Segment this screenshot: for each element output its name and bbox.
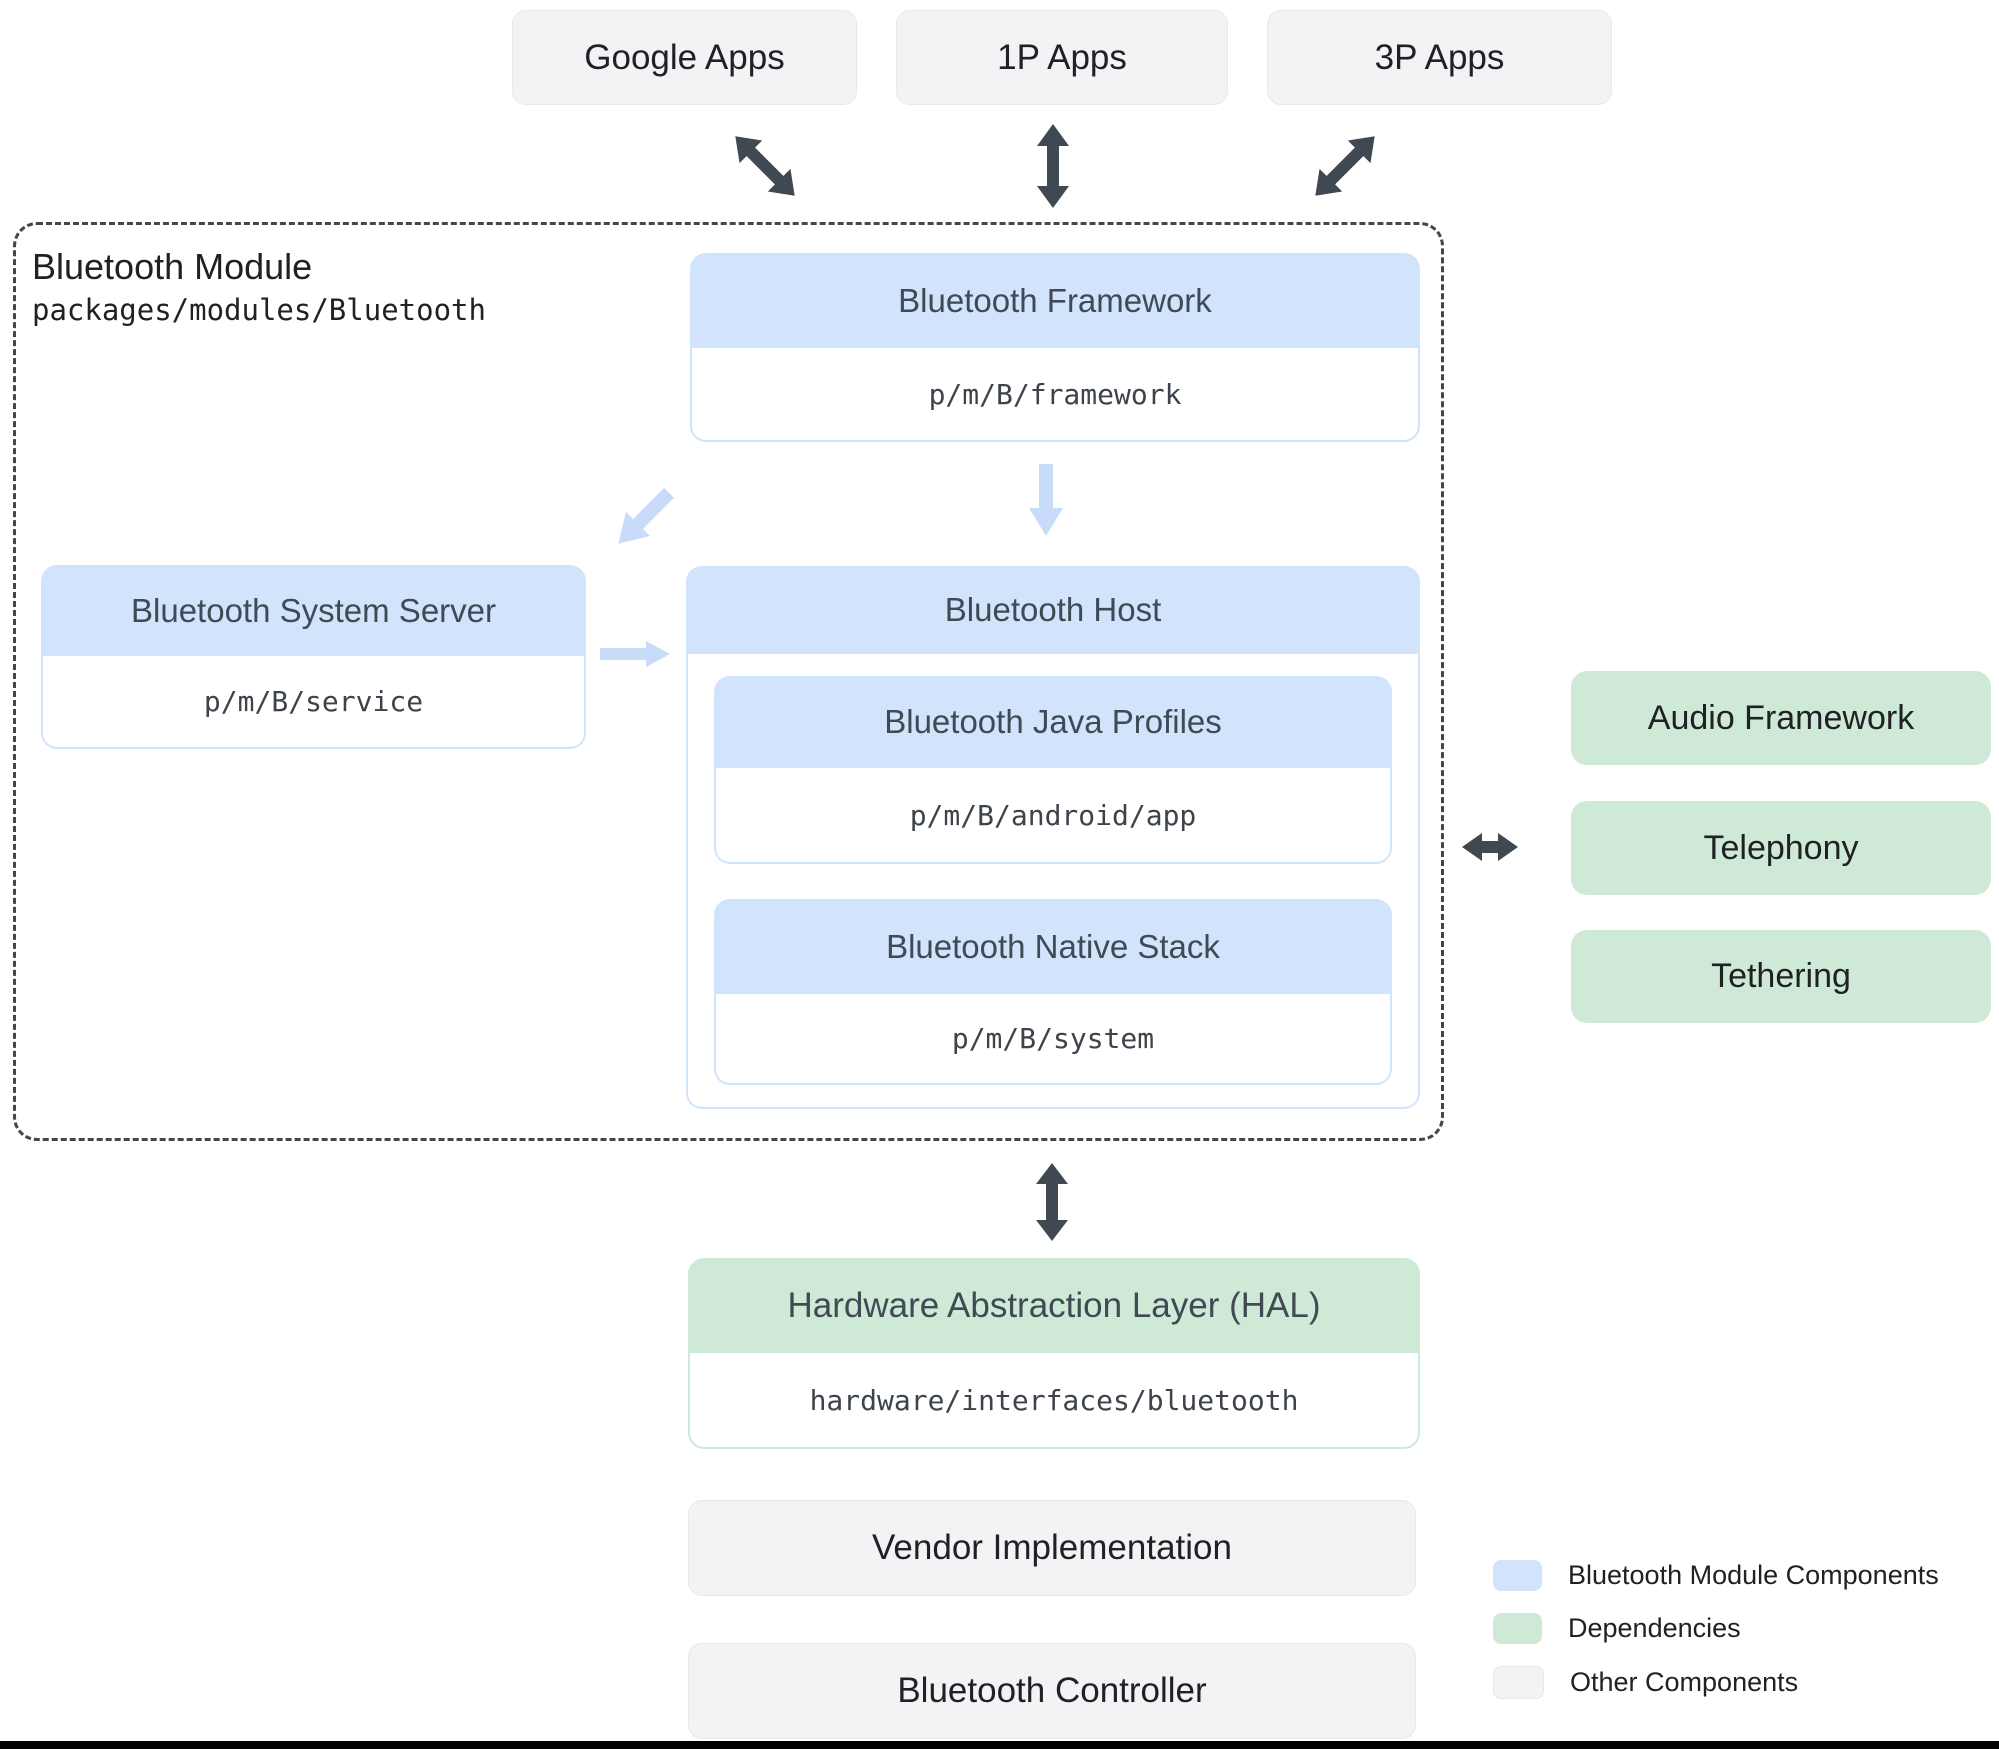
bluetooth-system-server-path: p/m/B/service [41,656,586,749]
google-apps-module-bidirectional-arrow-icon [723,124,808,209]
legend-swatch-green [1493,1613,1542,1644]
framework-to-system-server-arrow-icon [605,481,681,557]
audio-framework-box: Audio Framework [1571,671,1991,765]
bluetooth-native-stack-box: Bluetooth Native Stack p/m/B/system [714,899,1392,1085]
bluetooth-framework-box: Bluetooth Framework p/m/B/framework [690,253,1420,442]
3p-apps-label: 3P Apps [1374,37,1505,77]
system-server-to-host-arrow-icon [600,641,670,667]
framework-to-host-arrow-icon [1029,464,1063,538]
telephony-box: Telephony [1571,801,1991,895]
bluetooth-module-title: Bluetooth Module [32,246,313,287]
module-dependencies-bidirectional-arrow-icon [1462,831,1518,863]
bluetooth-java-profiles-box: Bluetooth Java Profiles p/m/B/android/ap… [714,676,1392,864]
bluetooth-native-stack-path: p/m/B/system [714,994,1392,1085]
google-apps-box: Google Apps [512,10,857,105]
bluetooth-module-outline [13,222,1444,1141]
bluetooth-host-body: Bluetooth Java Profiles p/m/B/android/ap… [686,654,1420,1109]
bottom-edge-bar [0,1741,1999,1749]
1p-apps-box: 1P Apps [896,10,1228,105]
bluetooth-module-path: packages/modules/Bluetooth [32,293,486,327]
audio-framework-label: Audio Framework [1647,698,1915,737]
bluetooth-java-profiles-title: Bluetooth Java Profiles [714,676,1392,768]
bluetooth-host-box: Bluetooth Host Bluetooth Java Profiles p… [686,566,1420,1109]
module-hal-bidirectional-arrow-icon [1034,1163,1070,1241]
hal-box: Hardware Abstraction Layer (HAL) hardwar… [688,1258,1420,1449]
bluetooth-java-profiles-path: p/m/B/android/app [714,768,1392,864]
1p-apps-module-bidirectional-arrow-icon [1035,124,1071,208]
bluetooth-framework-title: Bluetooth Framework [690,253,1420,348]
telephony-label: Telephony [1703,828,1859,867]
bluetooth-native-stack-title: Bluetooth Native Stack [714,899,1392,994]
legend-swatch-blue [1493,1560,1542,1591]
bluetooth-controller-label: Bluetooth Controller [897,1671,1207,1710]
bluetooth-host-title: Bluetooth Host [686,566,1420,654]
vendor-implementation-box: Vendor Implementation [688,1500,1416,1596]
bluetooth-module-label: Bluetooth Module packages/modules/Blueto… [32,244,486,330]
3p-apps-module-bidirectional-arrow-icon [1303,124,1388,209]
legend-label-other-components: Other Components [1570,1667,1799,1697]
bluetooth-controller-box: Bluetooth Controller [688,1643,1416,1739]
hal-title: Hardware Abstraction Layer (HAL) [688,1258,1420,1353]
3p-apps-box: 3P Apps [1267,10,1612,105]
legend-swatch-gray [1493,1666,1544,1699]
legend-label-module-components: Bluetooth Module Components [1568,1560,1939,1590]
bluetooth-system-server-box: Bluetooth System Server p/m/B/service [41,565,586,749]
1p-apps-label: 1P Apps [997,37,1127,77]
bluetooth-framework-path: p/m/B/framework [690,348,1420,442]
legend-row-module-components: Bluetooth Module Components [1493,1560,1939,1591]
tethering-box: Tethering [1571,930,1991,1023]
hal-path: hardware/interfaces/bluetooth [688,1353,1420,1449]
bluetooth-system-server-title: Bluetooth System Server [41,565,586,656]
google-apps-label: Google Apps [584,37,785,77]
legend-label-dependencies: Dependencies [1568,1613,1741,1643]
legend-row-dependencies: Dependencies [1493,1613,1741,1644]
tethering-label: Tethering [1711,957,1851,995]
legend-row-other-components: Other Components [1493,1666,1798,1699]
vendor-implementation-label: Vendor Implementation [872,1528,1232,1567]
